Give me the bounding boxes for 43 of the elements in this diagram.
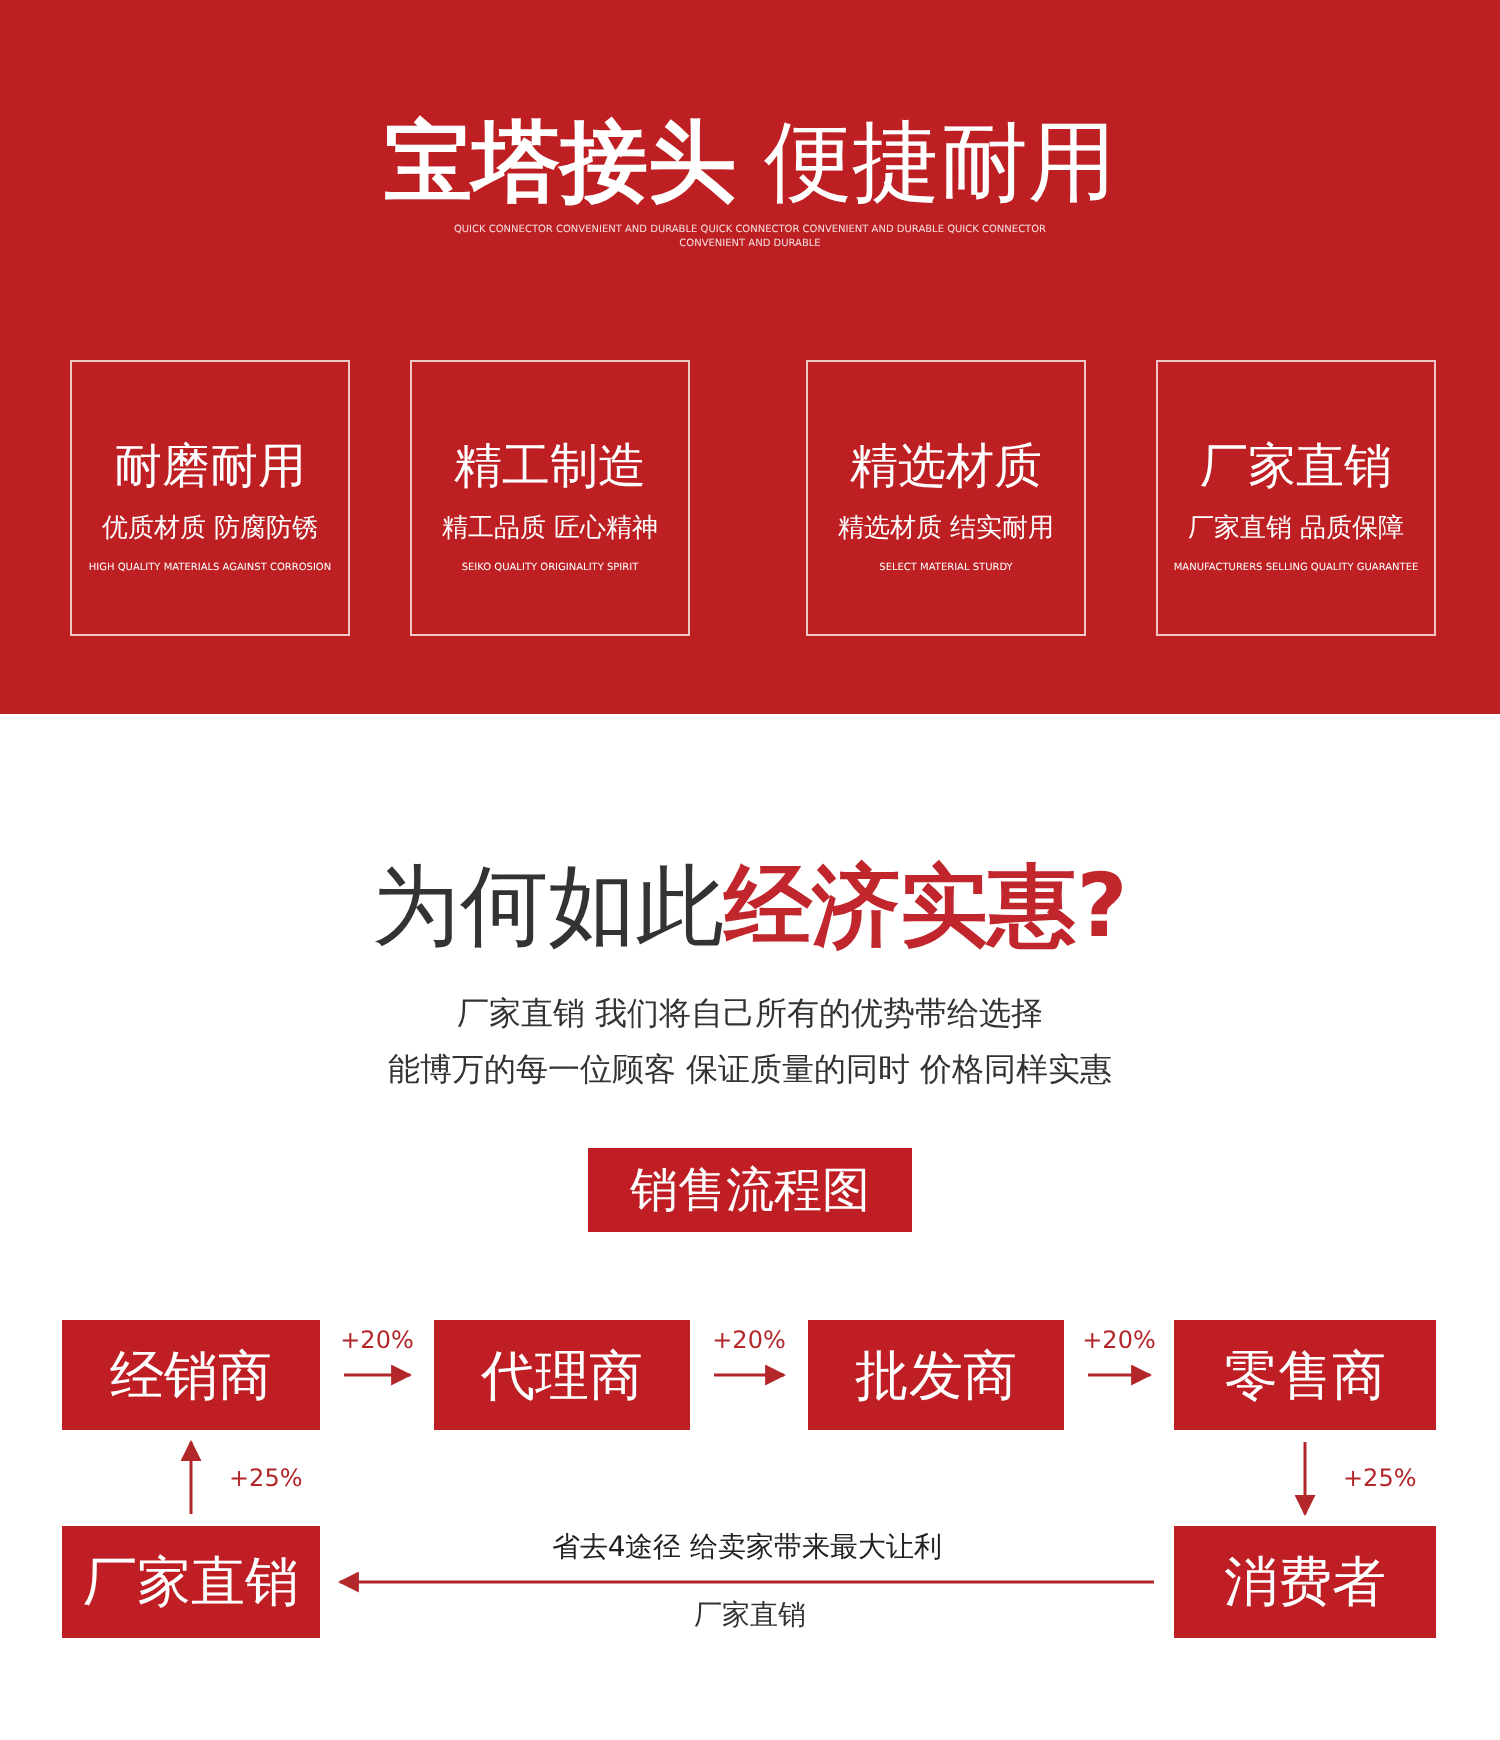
process-box xyxy=(808,1320,1064,1430)
edge-label: +20% xyxy=(1080,1325,1158,1353)
process-box xyxy=(1174,1320,1436,1430)
edge-label: +20% xyxy=(710,1325,788,1353)
box-label: 代理商 xyxy=(481,1343,643,1411)
process-box xyxy=(62,1320,320,1430)
edge-note: 厂家直销 xyxy=(692,1600,808,1634)
edge-label: +25% xyxy=(1341,1464,1419,1492)
arrow xyxy=(180,1439,202,1514)
feature-card xyxy=(70,360,350,636)
arrow xyxy=(714,1364,787,1386)
heading-tag xyxy=(588,1148,912,1232)
description-text: 厂家直销 我们将自己所有的优势带给选择 xyxy=(454,994,1046,1033)
card-title: 厂家直销 xyxy=(1198,436,1394,498)
card-subtitle: 精工品质 匠心精神 xyxy=(439,512,661,546)
box-label: 消费者 xyxy=(1224,1550,1386,1618)
feature-card xyxy=(410,360,690,636)
arrow xyxy=(1088,1364,1153,1386)
description-text: 能博万的每一位顾客 保证质量的同时 价格同样实惠 xyxy=(385,1050,1115,1089)
process-box xyxy=(434,1320,690,1430)
arrow xyxy=(344,1364,413,1386)
card-title: 耐磨耐用 xyxy=(112,436,308,498)
box-label: 销售流程图 xyxy=(630,1160,870,1222)
arrow xyxy=(337,1571,1154,1593)
arrow xyxy=(1294,1442,1316,1517)
card-title: 精选材质 xyxy=(848,436,1044,498)
box-label: 批发商 xyxy=(855,1343,1017,1411)
feature-card xyxy=(806,360,1086,636)
process-box xyxy=(1174,1526,1436,1638)
edge-label: +25% xyxy=(227,1464,305,1492)
box-label: 零售商 xyxy=(1224,1343,1386,1411)
edge-label: 省去4途径 给卖家带来最大让利 xyxy=(549,1532,945,1564)
box-label: 厂家直销 xyxy=(83,1550,299,1618)
card-subtitle: 厂家直销 品质保障 xyxy=(1185,512,1407,546)
feature-card xyxy=(1156,360,1436,636)
section-heading: 为何如此经济实惠? xyxy=(370,856,1130,962)
card-subtitle: 精选材质 结实耐用 xyxy=(835,512,1057,546)
card-subtitle: 优质材质 防腐防锈 xyxy=(99,512,321,546)
banner-title: 宝塔接头 便捷耐用 xyxy=(382,110,1118,218)
process-box xyxy=(62,1526,320,1638)
card-title: 精工制造 xyxy=(452,436,648,498)
box-label: 经销商 xyxy=(110,1343,272,1411)
edge-label: +20% xyxy=(338,1325,416,1353)
